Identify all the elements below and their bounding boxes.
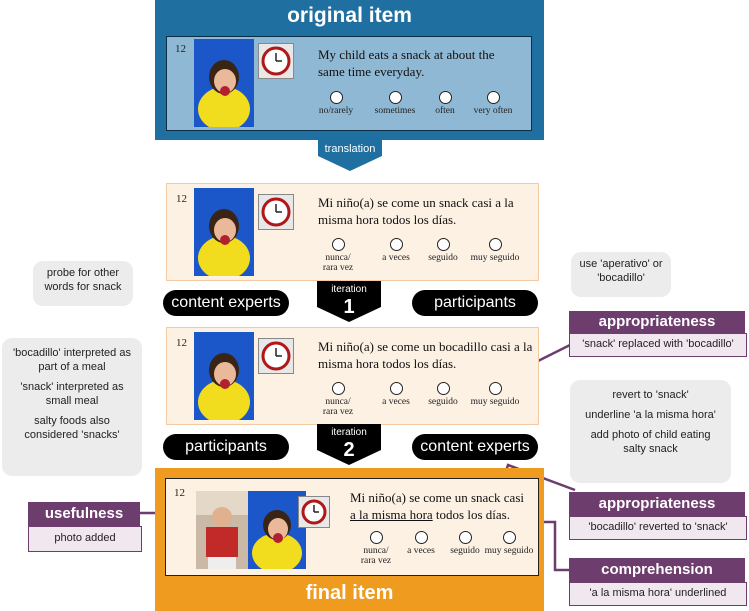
child-photo xyxy=(194,39,254,127)
answer-option[interactable]: muy seguido xyxy=(467,238,523,263)
iteration-number: 2 xyxy=(343,439,355,461)
answer-option[interactable]: muy seguido xyxy=(467,382,523,407)
translation-arrow xyxy=(318,140,382,171)
original-item-title: original item xyxy=(287,4,412,27)
clock-icon xyxy=(298,496,330,528)
clock-icon xyxy=(258,194,294,230)
question-text: Mi niño(a) se come un bocadillo casi a l… xyxy=(318,339,533,371)
radio-button[interactable] xyxy=(369,531,383,544)
radio-button[interactable] xyxy=(438,91,452,104)
iteration-label: iteration xyxy=(331,284,367,295)
answer-option[interactable]: seguido xyxy=(423,382,463,407)
item-number: 12 xyxy=(175,43,186,55)
salty-snack-photo xyxy=(196,491,248,569)
answer-option[interactable]: often xyxy=(429,91,461,116)
note-item: add photo of child eating salty snack xyxy=(590,429,711,455)
answer-option[interactable]: nunca/ rara vez xyxy=(316,382,360,417)
iteration-number: 1 xyxy=(343,296,355,318)
original-item-card: 12 My child eats a snack at about the sa… xyxy=(166,36,532,131)
final-item-title: final item xyxy=(305,582,394,604)
item-number: 12 xyxy=(176,193,187,205)
answer-option[interactable]: nunca/ rara vez xyxy=(356,531,396,566)
note-item: revert to 'snack' xyxy=(612,389,689,401)
usefulness-detail: photo added xyxy=(28,526,142,552)
appropriateness-detail: 'snack' replaced with 'bocadillo' xyxy=(569,333,747,357)
radio-button[interactable] xyxy=(331,238,345,251)
clock-icon xyxy=(258,43,294,79)
radio-button[interactable] xyxy=(329,91,343,104)
radio-button[interactable] xyxy=(389,238,403,251)
iteration-2-arrow xyxy=(317,424,381,465)
answer-option[interactable]: a veces xyxy=(375,382,417,407)
appropriateness-label: appropriateness xyxy=(569,311,745,333)
child-photo xyxy=(248,491,306,569)
radio-button[interactable] xyxy=(488,382,502,395)
answer-option[interactable]: muy seguido xyxy=(480,531,538,556)
child-photo xyxy=(194,188,254,276)
radio-button[interactable] xyxy=(388,91,402,104)
note-item: underline 'a la misma hora' xyxy=(585,409,716,421)
participants-pill: participants xyxy=(163,434,289,460)
note-item: salty foods also considered 'snacks' xyxy=(24,415,120,441)
radio-button[interactable] xyxy=(488,238,502,251)
radio-button[interactable] xyxy=(436,382,450,395)
radio-button[interactable] xyxy=(414,531,428,544)
child-photo xyxy=(194,332,254,420)
content-experts-pill: content experts xyxy=(163,290,289,316)
answer-option[interactable]: nunca/ rara vez xyxy=(316,238,360,273)
underlined-phrase: a la misma hora xyxy=(350,507,433,522)
translated-item-card: 12 Mi niño(a) se come un snack casi a la… xyxy=(166,183,539,281)
answer-option[interactable]: seguido xyxy=(446,531,484,556)
participants-pill: participants xyxy=(412,290,538,316)
radio-button[interactable] xyxy=(502,531,516,544)
radio-button[interactable] xyxy=(389,382,403,395)
appropriateness-detail: 'bocadillo' reverted to 'snack' xyxy=(569,516,747,540)
radio-button[interactable] xyxy=(458,531,472,544)
answer-option[interactable]: a veces xyxy=(375,238,417,263)
comprehension-detail: 'a la misma hora' underlined xyxy=(569,582,747,606)
answer-option[interactable]: very often xyxy=(469,91,517,116)
note-use-aperativo: use 'aperativo' or 'bocadillo' xyxy=(571,252,671,297)
item-number: 12 xyxy=(176,337,187,349)
note-probe-words: probe for other words for snack xyxy=(33,261,133,306)
item-number: 12 xyxy=(174,487,185,499)
usefulness-label: usefulness xyxy=(28,502,140,526)
question-text: Mi niño(a) se come un snack casi a la mi… xyxy=(318,195,514,227)
answer-option[interactable]: a veces xyxy=(400,531,442,556)
content-experts-pill: content experts xyxy=(412,434,538,460)
radio-button[interactable] xyxy=(331,382,345,395)
radio-button[interactable] xyxy=(486,91,500,104)
answer-option[interactable]: no/rarely xyxy=(314,91,358,116)
iteration-label: iteration xyxy=(331,427,367,438)
expert-notes: revert to 'snack' underline 'a la misma … xyxy=(570,380,731,483)
appropriateness-label: appropriateness xyxy=(569,492,745,516)
answer-option[interactable]: seguido xyxy=(423,238,463,263)
translation-label: translation xyxy=(324,143,376,155)
question-text: My child eats a snack at about the same … xyxy=(318,47,495,79)
answer-option[interactable]: sometimes xyxy=(370,91,420,116)
iteration-1-arrow xyxy=(317,281,381,322)
note-item: 'snack' interpreted as small meal xyxy=(20,381,124,407)
clock-icon xyxy=(258,338,294,374)
comprehension-label: comprehension xyxy=(569,558,745,582)
note-item: 'bocadillo' interpreted as part of a mea… xyxy=(13,347,131,373)
radio-button[interactable] xyxy=(436,238,450,251)
participant-notes: 'bocadillo' interpreted as part of a mea… xyxy=(2,338,142,476)
revised-item-card: 12 Mi niño(a) se come un bocadillo casi … xyxy=(166,327,539,425)
